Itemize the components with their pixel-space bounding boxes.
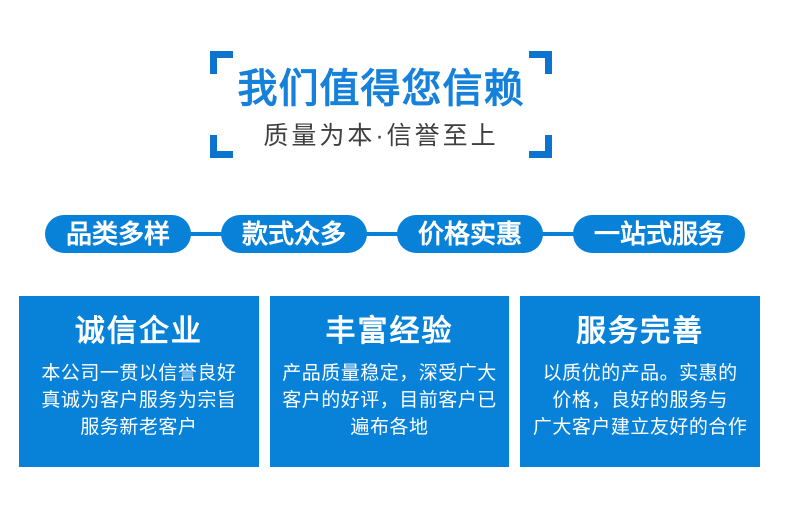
card-body-line: 产品质量稳定，深受广大 bbox=[282, 363, 497, 384]
feature-pills-row: 品类多样 款式众多 价格实惠 一站式服务 bbox=[0, 215, 790, 253]
feature-pill-variety: 品类多样 bbox=[44, 215, 191, 253]
card-title: 服务完善 bbox=[576, 315, 705, 348]
card-body: 以质优的产品。实惠的 价格，良好的服务与 广大客户建立友好的合作 bbox=[520, 360, 760, 441]
info-cards-row: 诚信企业 本公司一贯以信誉良好 真诚为客户服务为宗旨 服务新老客户 丰富经验 产… bbox=[19, 296, 761, 467]
card-body-line: 客户的好评，目前客户已 bbox=[282, 390, 497, 411]
card-body-line: 真诚为客户服务为宗旨 bbox=[41, 390, 237, 411]
hero-frame: 我们值得您信赖 质量为本·信誉至上 bbox=[210, 51, 552, 158]
card-body-line: 遍布各地 bbox=[350, 417, 429, 438]
card-body-line: 本公司一贯以信誉良好 bbox=[41, 363, 237, 384]
card-body-line: 服务新老客户 bbox=[80, 417, 198, 438]
card-body: 产品质量稳定，深受广大 客户的好评，目前客户已 遍布各地 bbox=[270, 360, 510, 441]
card-body-line: 广大客户建立友好的合作 bbox=[532, 417, 748, 438]
feature-pills: 品类多样 款式众多 价格实惠 一站式服务 bbox=[0, 215, 790, 253]
card-integrity: 诚信企业 本公司一贯以信誉良好 真诚为客户服务为宗旨 服务新老客户 bbox=[19, 296, 259, 467]
frame-corner-bottom-right-icon bbox=[529, 135, 552, 158]
page-subtitle: 质量为本·信誉至上 bbox=[263, 122, 499, 150]
card-title: 丰富经验 bbox=[325, 315, 454, 348]
card-body-line: 价格，良好的服务与 bbox=[552, 390, 728, 411]
card-body: 本公司一贯以信誉良好 真诚为客户服务为宗旨 服务新老客户 bbox=[19, 360, 259, 441]
card-experience: 丰富经验 产品质量稳定，深受广大 客户的好评，目前客户已 遍布各地 bbox=[269, 296, 510, 467]
frame-corner-top-left-icon bbox=[210, 51, 233, 74]
feature-pill-price: 价格实惠 bbox=[397, 215, 544, 253]
pill-connector-line bbox=[55, 232, 728, 236]
frame-corner-top-right-icon bbox=[529, 51, 552, 74]
card-title: 诚信企业 bbox=[74, 315, 203, 348]
page-title: 我们值得您信赖 bbox=[237, 67, 525, 111]
feature-pill-styles: 款式众多 bbox=[220, 215, 367, 253]
card-service: 服务完善 以质优的产品。实惠的 价格，良好的服务与 广大客户建立友好的合作 bbox=[520, 296, 761, 467]
card-body-line: 以质优的产品。实惠的 bbox=[542, 363, 738, 384]
feature-pill-one-stop: 一站式服务 bbox=[573, 215, 746, 253]
frame-corner-bottom-left-icon bbox=[210, 135, 233, 158]
